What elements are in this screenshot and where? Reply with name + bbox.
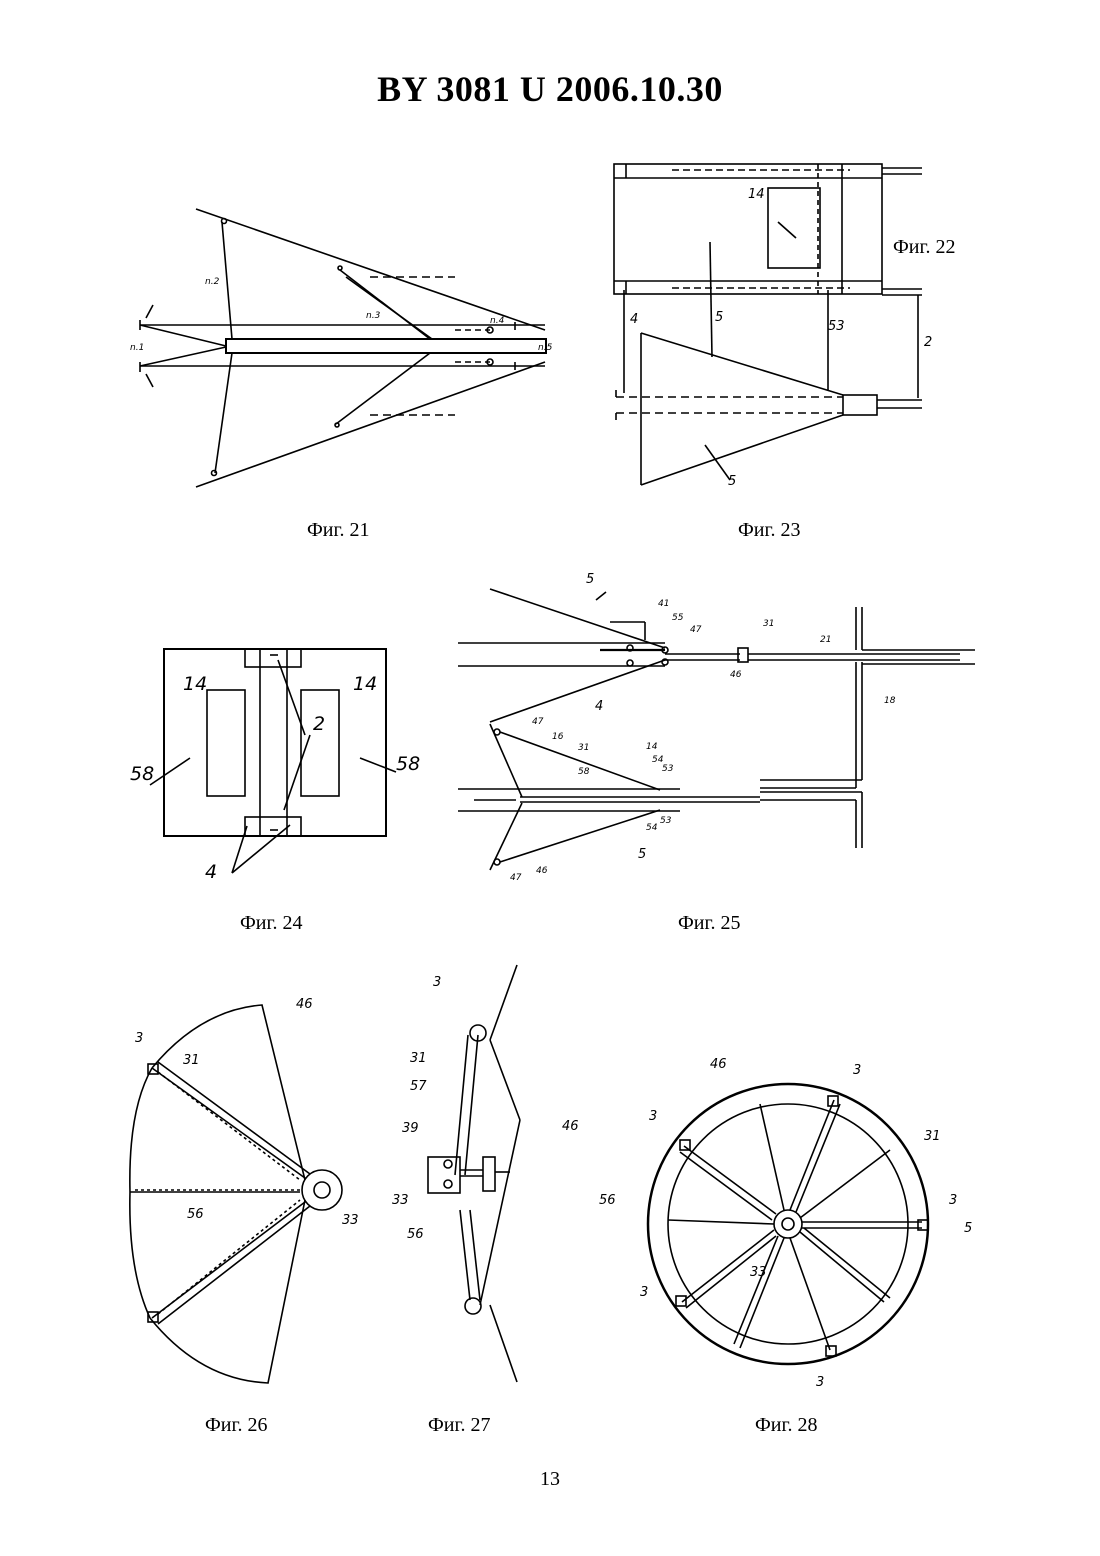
label: 31 (763, 619, 774, 629)
label: 58 (396, 753, 420, 775)
label: 46 (710, 1057, 727, 1072)
label: 47 (532, 717, 544, 727)
label: 56 (187, 1207, 204, 1222)
label: 3 (640, 1285, 648, 1300)
label: 46 (536, 866, 548, 876)
fig26-labels: 3 31 46 56 33 (135, 997, 359, 1228)
label: 5 (964, 1221, 972, 1236)
label: 2 (924, 335, 932, 350)
label: n.3 (366, 311, 381, 321)
label: n.1 (130, 343, 144, 353)
label: 3 (649, 1109, 657, 1124)
label: 33 (342, 1213, 359, 1228)
fig26-caption: Фиг. 26 (205, 1414, 267, 1437)
label: 21 (820, 635, 831, 645)
label: 58 (578, 767, 590, 777)
label: 46 (730, 670, 742, 680)
fig25-labels: 5 41 55 47 31 21 46 4 18 47 16 31 14 58 … (510, 572, 896, 883)
label: 46 (562, 1119, 579, 1134)
figure-28-drawing (648, 1084, 928, 1364)
label: 5 (586, 572, 594, 587)
label: 53 (828, 319, 845, 334)
label: 55 (672, 613, 684, 623)
label: 4 (630, 312, 638, 327)
label: 4 (205, 861, 217, 883)
label: 31 (578, 743, 589, 753)
label: 33 (750, 1265, 767, 1280)
label: 57 (410, 1079, 427, 1094)
label: n.2 (205, 277, 220, 287)
label: 18 (884, 696, 896, 706)
fig27-caption: Фиг. 27 (428, 1414, 490, 1437)
fig24-labels: 14 14 2 58 58 4 (130, 673, 420, 883)
label: 5 (638, 847, 646, 862)
fig23-labels: 14 4 5 53 2 5 (630, 187, 932, 489)
label: 3 (816, 1375, 824, 1390)
label: 46 (296, 997, 313, 1012)
page-number: 13 (0, 1468, 1100, 1491)
label: 14 (353, 673, 377, 695)
fig25-caption: Фиг. 25 (678, 912, 740, 935)
fig28-labels: 46 3 31 3 3 56 3 33 3 5 (599, 1057, 972, 1390)
label: 47 (510, 873, 522, 883)
fig21-caption: Фиг. 21 (307, 519, 369, 542)
label: 5 (715, 310, 723, 325)
label: 56 (407, 1227, 424, 1242)
label: 47 (690, 625, 702, 635)
label: 31 (183, 1053, 200, 1068)
label: 58 (130, 763, 154, 785)
label: 14 (748, 187, 765, 202)
label: 14 (646, 742, 658, 752)
figure-21-drawing (140, 209, 546, 487)
figure-25-drawing (458, 589, 975, 870)
label: 3 (853, 1063, 861, 1078)
label: 2 (313, 713, 325, 735)
figure-27-drawing (428, 965, 520, 1382)
label: 53 (662, 764, 674, 774)
label: 16 (552, 732, 564, 742)
fig27-labels: 3 31 57 46 39 33 56 (392, 975, 579, 1242)
label: 41 (658, 599, 669, 609)
label: 3 (135, 1031, 143, 1046)
label: 39 (402, 1121, 419, 1136)
figure-26-drawing (130, 1005, 342, 1383)
fig28-caption: Фиг. 28 (755, 1414, 817, 1437)
label: 14 (183, 673, 207, 695)
figure-22-drawing (614, 164, 922, 295)
figure-23-drawing (616, 222, 922, 485)
label: 54 (646, 823, 658, 833)
label: 4 (595, 699, 603, 714)
label: 33 (392, 1193, 409, 1208)
fig23-caption: Фиг. 23 (738, 519, 800, 542)
fig22-caption: Фиг. 22 (893, 236, 955, 259)
label: 5 (728, 474, 736, 489)
label: n.4 (490, 316, 505, 326)
label: 53 (660, 816, 672, 826)
label: 31 (924, 1129, 941, 1144)
label: n.5 (538, 343, 553, 353)
label: 31 (410, 1051, 427, 1066)
label: 3 (433, 975, 441, 990)
label: 3 (949, 1193, 957, 1208)
label: 56 (599, 1193, 616, 1208)
fig21-labels: n.1 n.2 n.3 n.4 n.5 (130, 277, 553, 353)
fig24-caption: Фиг. 24 (240, 912, 302, 935)
